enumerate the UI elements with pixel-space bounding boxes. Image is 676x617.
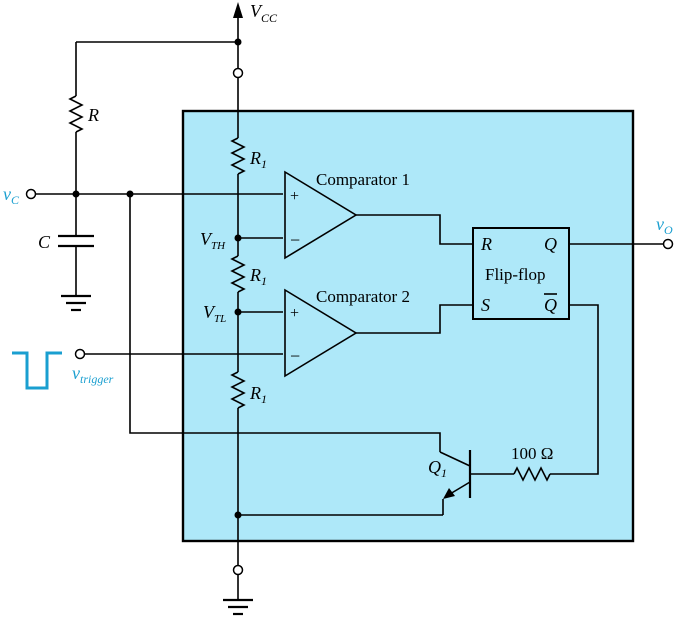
- c-label: C: [38, 232, 51, 252]
- trigger-label: vtrigger: [72, 363, 114, 386]
- vtl-label: VTL: [203, 302, 226, 325]
- r1-bot-label: R1: [249, 383, 267, 406]
- resistor-r1-bot-icon: [230, 371, 246, 566]
- qbar-to-base-wire: [550, 304, 599, 475]
- ground-icon-main: [223, 598, 253, 616]
- comparator-1-icon: [284, 170, 358, 260]
- comparator-1-label: Comparator 1: [316, 170, 410, 189]
- comp2-to-ff-wire: [356, 304, 473, 334]
- resistor-r-icon: [68, 42, 84, 194]
- comp1-to-ff-wire: [356, 214, 473, 245]
- vc-terminal: [25, 188, 37, 200]
- comparator-2-icon: [284, 288, 358, 378]
- vc-label: vC: [3, 184, 20, 207]
- trigger-terminal: [74, 348, 86, 360]
- vo-terminal: [662, 238, 674, 250]
- vcc-wiring: [76, 38, 244, 138]
- resistor-100-label: 100 Ω: [511, 444, 553, 463]
- flip-flop-box: [472, 227, 570, 320]
- ff-r-label: R: [480, 234, 492, 254]
- vcc-arrow-icon: [233, 2, 243, 42]
- ground-icon: [61, 294, 91, 312]
- comparator-2-plus: +: [290, 305, 299, 322]
- comparator-2-label: Comparator 2: [316, 287, 410, 306]
- discharge-wire: [129, 194, 441, 452]
- ff-title: Flip-flop: [485, 265, 545, 284]
- r1-mid-label: R1: [249, 265, 267, 288]
- vo-label: vO: [656, 214, 673, 237]
- r1-top-label: R1: [249, 148, 267, 171]
- r-label: R: [87, 105, 99, 125]
- capacitor-icon: [58, 194, 94, 296]
- ff-q-label: Q: [544, 234, 557, 254]
- ff-qbar-label: Q: [544, 295, 557, 315]
- ff-s-label: S: [481, 295, 490, 315]
- resistor-r1-top-icon: [230, 137, 246, 256]
- q1-label: Q1: [428, 457, 447, 480]
- resistor-100-icon: [513, 466, 551, 482]
- resistor-r1-mid-icon: [230, 255, 246, 372]
- gnd-terminal: [232, 564, 244, 576]
- comparator-1-plus: +: [290, 188, 299, 205]
- comparator-2-minus: −: [290, 346, 300, 366]
- comparator-1-minus: −: [290, 230, 300, 250]
- vth-label: VTH: [200, 229, 226, 252]
- vcc-label: VCC: [250, 1, 278, 25]
- pulse-icon: [12, 351, 62, 390]
- timer-chip-body: [181, 109, 635, 543]
